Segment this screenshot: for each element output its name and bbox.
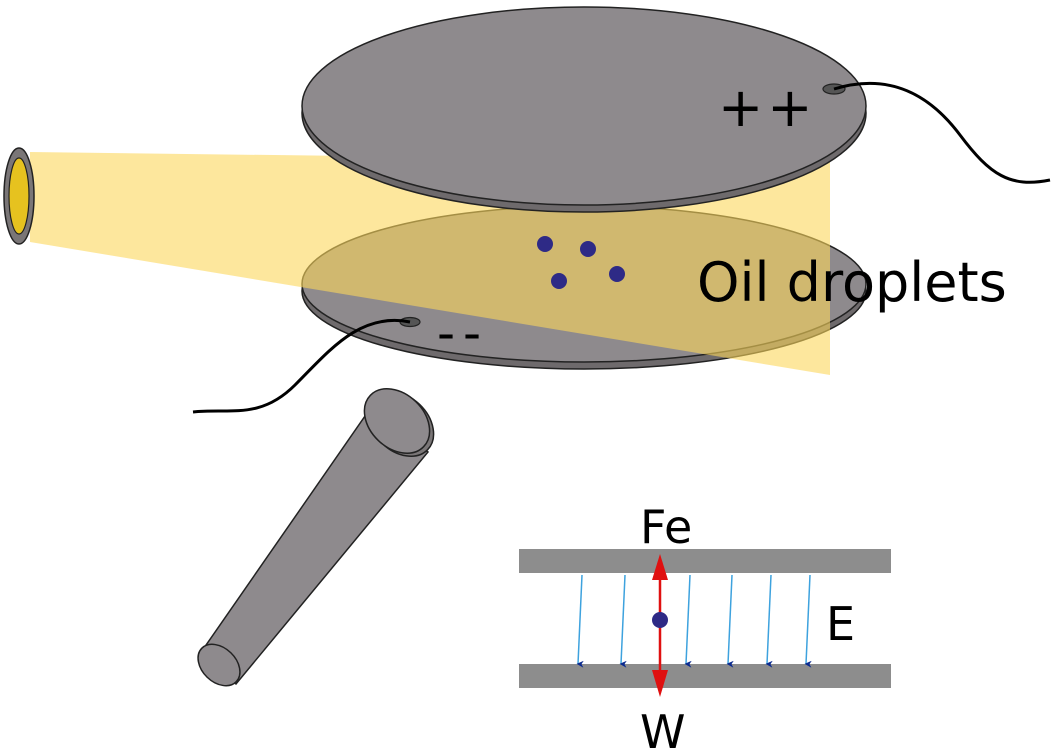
- field-arrow: [684, 574, 692, 668]
- field-arrow: [726, 574, 734, 668]
- electric-force-arrowhead: [652, 554, 668, 580]
- field-label: E: [826, 597, 855, 651]
- oil-droplets-label: Oil droplets: [697, 251, 1007, 314]
- oil-droplets: [537, 236, 625, 289]
- weight-arrowhead: [652, 670, 668, 697]
- positive-plate-label: ++: [718, 76, 817, 139]
- force-diagram: Fe W E: [519, 500, 891, 754]
- positive-plate: [301, 6, 867, 213]
- weight-label: W: [640, 705, 685, 754]
- oil-droplet: [580, 241, 596, 257]
- field-arrow: [619, 574, 627, 668]
- microscope-icon: [197, 388, 435, 687]
- electric-force-label: Fe: [640, 500, 692, 554]
- inset-bottom-plate: [519, 664, 891, 688]
- positive-wire: [833, 81, 1051, 184]
- oil-droplet: [609, 266, 625, 282]
- oil-droplet: [537, 236, 553, 252]
- negative-wire: [192, 319, 411, 414]
- field-arrow: [765, 574, 773, 668]
- test-droplet: [652, 612, 668, 628]
- inset-top-plate: [519, 549, 891, 573]
- field-arrow: [576, 574, 584, 668]
- electric-field-lines: [576, 574, 812, 668]
- lamp-icon: [3, 147, 35, 245]
- oil-droplet: [551, 273, 567, 289]
- field-arrow: [804, 574, 812, 668]
